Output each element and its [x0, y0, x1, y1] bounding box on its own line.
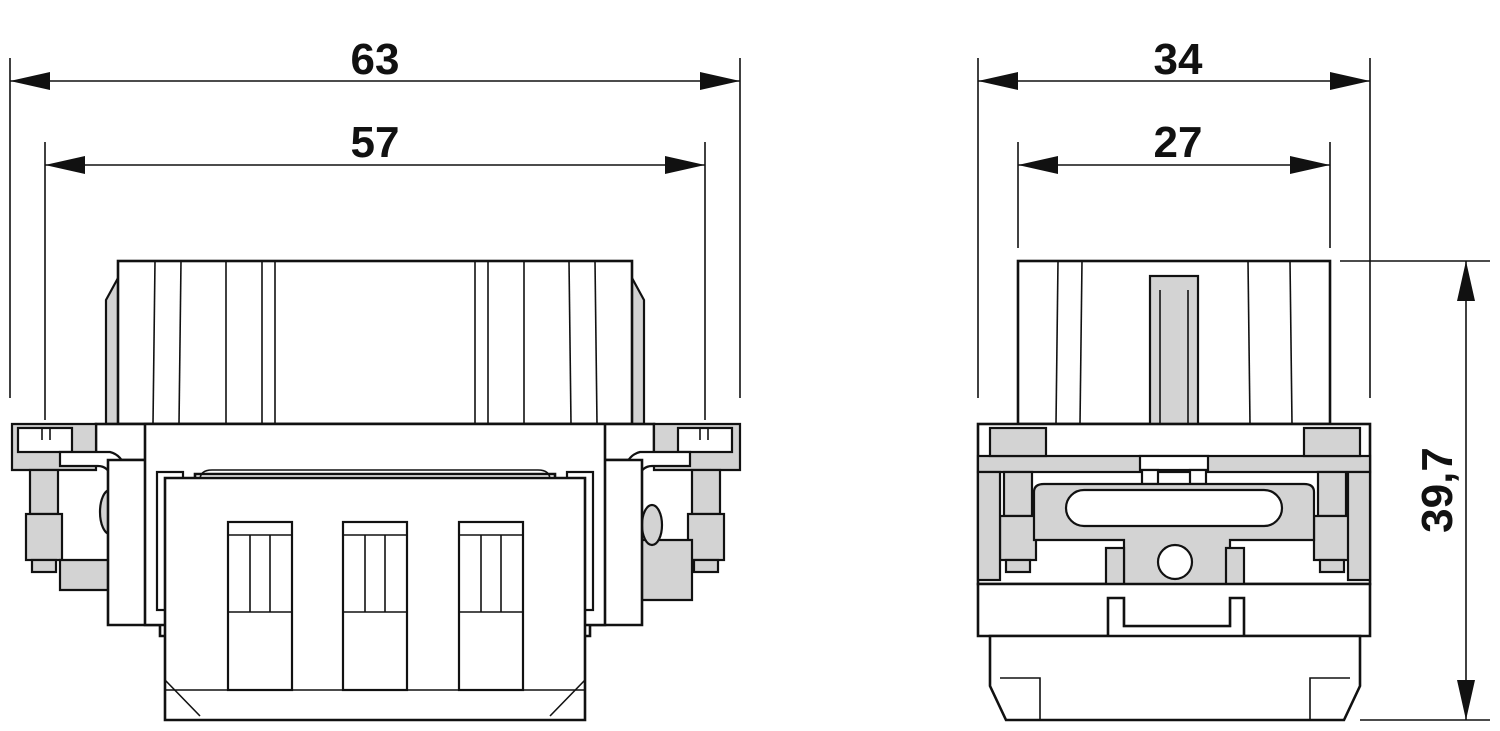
dimension-inner-width-front: 57: [351, 118, 400, 167]
dimension-overall-width-front: 63: [351, 35, 400, 84]
dimension-height-side: 39,7: [1413, 447, 1462, 533]
front-view-connector: [10, 259, 742, 722]
dimension-overall-width-side: 34: [1154, 35, 1203, 84]
dimension-inner-width-side: 27: [1154, 118, 1203, 167]
side-dimensions: 34 27 39,7: [977, 35, 1490, 721]
side-view-connector: [976, 259, 1372, 722]
front-dimensions: 63 57: [9, 35, 741, 420]
